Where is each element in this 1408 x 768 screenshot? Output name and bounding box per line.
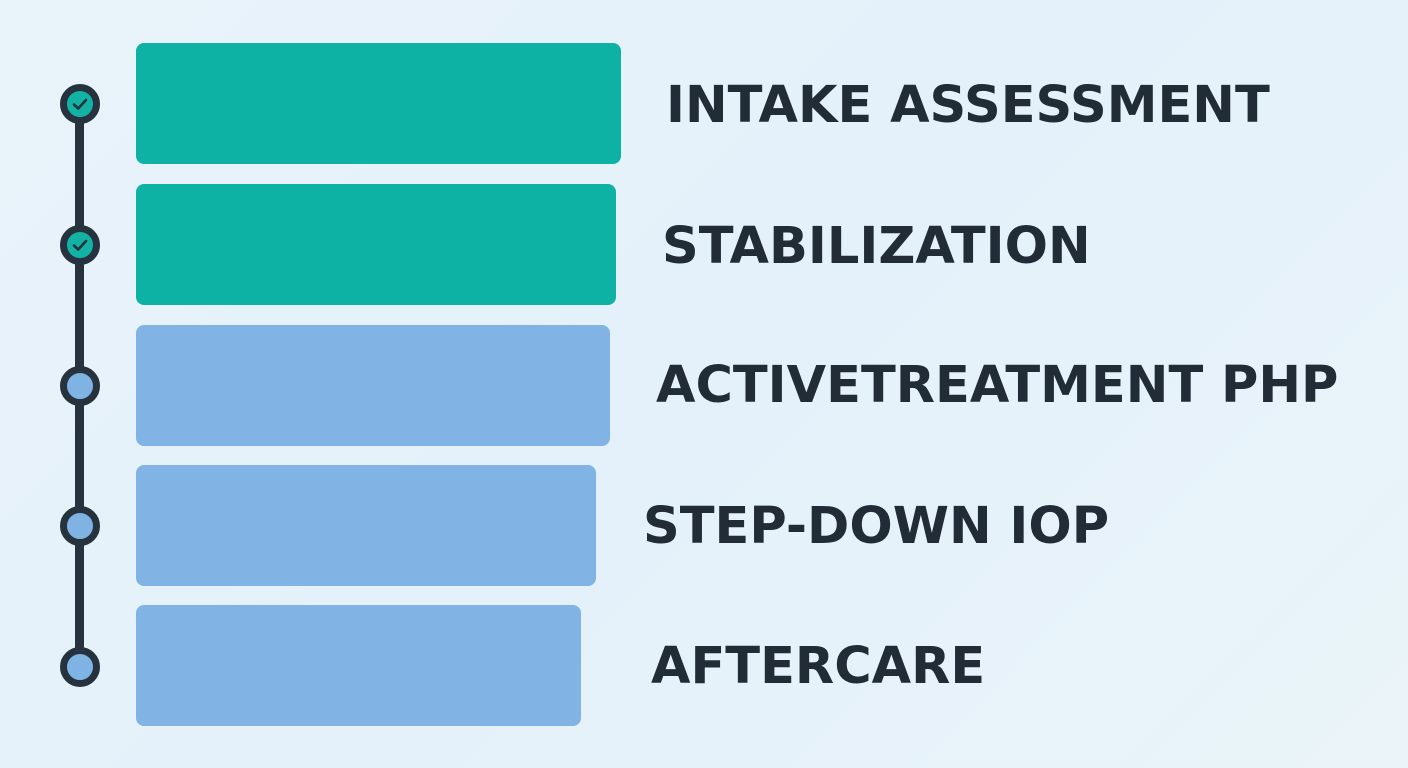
stage-2-label: STABILIZATION [662, 217, 1091, 276]
stage-5-circle-icon [60, 647, 100, 687]
stage-5-label: AFTERCARE [651, 637, 986, 696]
stage-2-check-icon [60, 225, 100, 265]
stage-2-bar [136, 184, 616, 305]
stage-3-circle-icon [60, 366, 100, 406]
stage-5-bar [136, 605, 581, 726]
stage-3-label: ACTIVETREATMENT PHP [656, 356, 1339, 415]
stage-1-check-icon [60, 84, 100, 124]
stage-4-circle-icon [60, 506, 100, 546]
stage-1-label: INTAKE ASSESSMENT [666, 76, 1270, 135]
stage-4-label: STEP-DOWN IOP [643, 497, 1110, 556]
stage-1-bar [136, 43, 621, 164]
stage-3-bar [136, 325, 610, 446]
stage-4-bar [136, 465, 596, 586]
